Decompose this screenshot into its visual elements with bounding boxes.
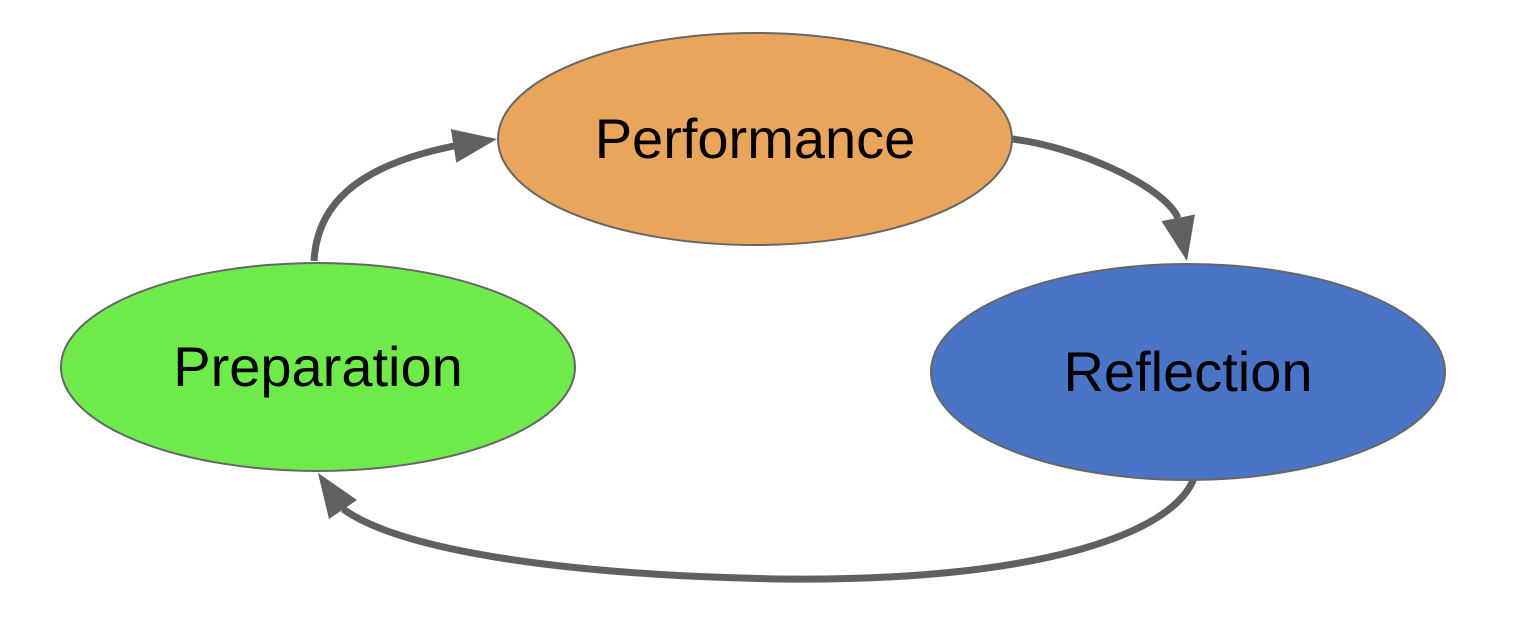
arrowhead-up-left-icon	[318, 473, 357, 519]
preparation-label: Preparation	[173, 335, 463, 398]
node-preparation: Preparation	[60, 262, 576, 472]
edge-performance-to-reflection-curve	[1011, 135, 1182, 220]
arrowhead-up-right-icon	[450, 129, 497, 163]
performance-ellipse	[497, 32, 1013, 246]
arrowhead-down-icon	[1161, 214, 1195, 261]
edge-reflection-to-preparation-curve	[340, 476, 1198, 583]
edge-preparation-to-performance	[310, 129, 497, 262]
node-performance: Performance	[497, 32, 1013, 246]
reflection-label: Reflection	[1063, 340, 1312, 403]
edge-preparation-to-performance-curve	[310, 142, 455, 262]
edge-performance-to-reflection	[1011, 135, 1195, 261]
performance-label: Performance	[595, 107, 916, 170]
preparation-ellipse	[60, 262, 576, 472]
node-reflection: Reflection	[930, 263, 1446, 481]
reflection-ellipse	[930, 263, 1446, 481]
edge-reflection-to-preparation	[318, 473, 1198, 583]
